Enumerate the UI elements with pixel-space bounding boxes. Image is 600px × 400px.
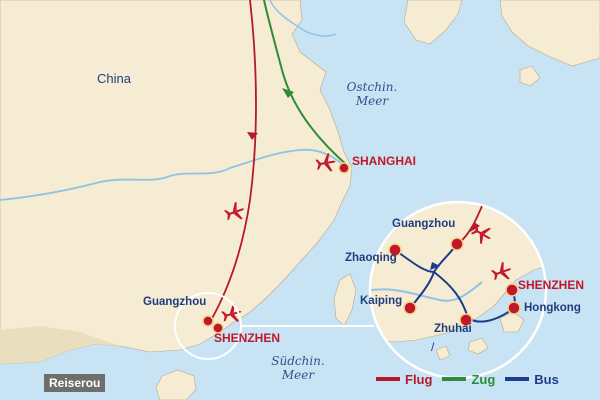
legend-label-flight: Flug <box>405 371 433 387</box>
land-south-region <box>0 326 120 364</box>
river-yangtze <box>0 148 345 201</box>
inset-bus-arrow <box>430 262 440 270</box>
inset-label-kaiping: Kaiping <box>360 295 403 307</box>
route-flight-north-guangzhou <box>209 0 257 323</box>
legend: Flug Zug Bus <box>376 368 559 390</box>
legend-label-train: Zug <box>471 371 496 387</box>
train-direction-arrow <box>282 88 294 98</box>
sea-label-east-china: Ostchin. Meer <box>346 80 398 108</box>
taiwan-island <box>333 273 357 327</box>
plane-icon <box>470 224 491 245</box>
city-marker-shanghai <box>338 162 350 174</box>
city-marker-shenzhen <box>212 322 224 334</box>
inset-label-shenzhen: SHENZHEN <box>518 278 585 292</box>
legend-swatch-train <box>442 377 467 381</box>
japan-islet <box>519 65 541 87</box>
country-label: China <box>97 71 131 86</box>
inset-marker-zhuhai <box>459 313 473 327</box>
inset-marker-hongkong <box>507 301 521 315</box>
legend-swatch-flight <box>376 377 400 381</box>
inset-label-guangzhou: Guangzhou <box>392 218 456 230</box>
city-label-shanghai: SHANGHAI <box>352 154 417 168</box>
inset-stray-mark: / <box>431 340 435 354</box>
plane-icon <box>223 201 245 221</box>
hainan-island <box>155 369 197 400</box>
inset-label-hongkong: Hongkong <box>524 302 581 314</box>
city-label-guangzhou: Guangzhou <box>143 296 207 308</box>
inset-label-zhuhai: Zhuhai <box>434 323 472 335</box>
city-label-shenzhen: SHENZHEN <box>214 331 281 345</box>
legend-item-bus: Bus <box>505 372 559 387</box>
legend-item-train: Zug <box>442 372 495 387</box>
japan-kyushu <box>499 0 600 67</box>
sea-label-south-china: Südchin. Meer <box>271 354 325 382</box>
inset-marker-zhaoqing <box>388 243 402 257</box>
legend-item-flight: Flug <box>376 372 432 387</box>
route-label: Reiserou <box>44 374 106 392</box>
korea-peninsula <box>403 0 463 45</box>
inset-flight-arrow <box>470 222 480 232</box>
plane-icon <box>490 261 512 281</box>
legend-swatch-bus <box>505 377 530 381</box>
inset-marker-kaiping <box>403 301 417 315</box>
route-train-shanghai-north <box>263 0 349 167</box>
inset-marker-guangzhou <box>450 237 464 251</box>
inset-marker-shenzhen <box>505 283 519 297</box>
river-yellow <box>269 0 337 37</box>
flight-direction-arrow <box>247 132 258 140</box>
city-marker-guangzhou <box>202 315 214 327</box>
legend-label-bus: Bus <box>534 371 559 387</box>
inset-label-zhaoqing: Zhaoqing <box>345 252 397 264</box>
inset-route-bus-4 <box>433 271 469 319</box>
plane-icon <box>315 153 336 172</box>
